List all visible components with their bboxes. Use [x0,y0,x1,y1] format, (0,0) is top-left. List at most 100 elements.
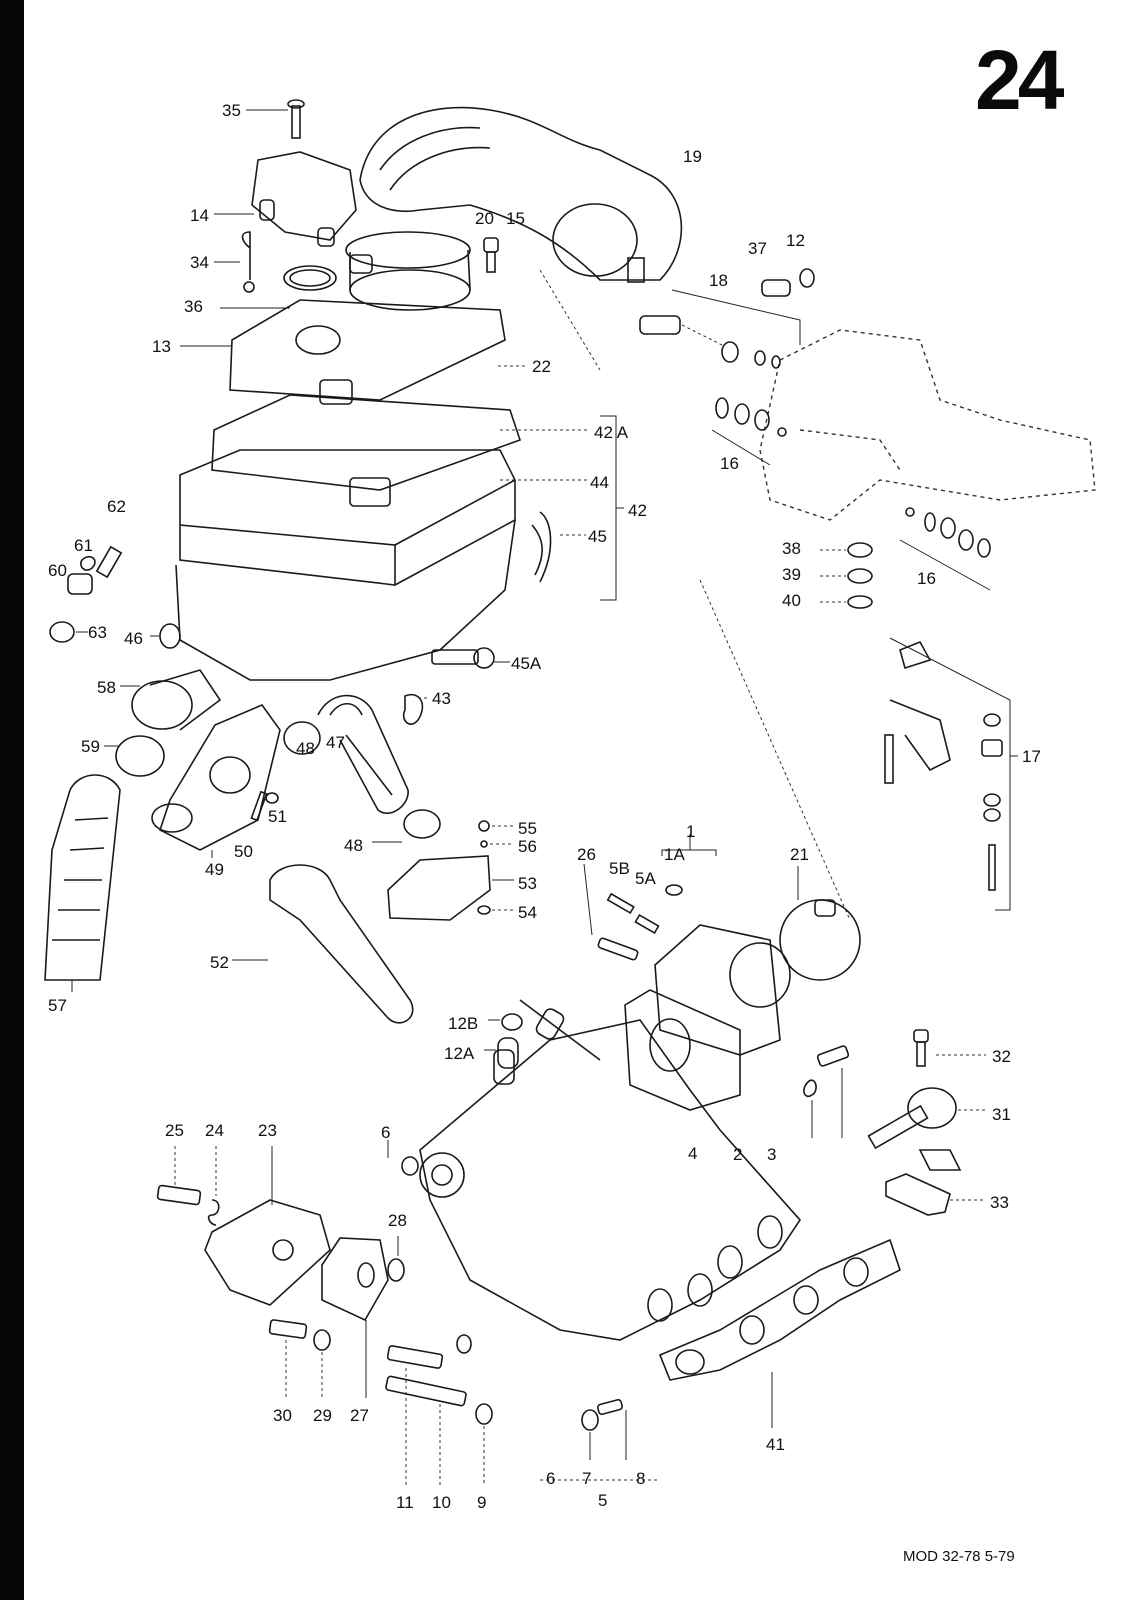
callout-label-39: 39 [782,565,801,584]
part-thermostat-housing-49 [151,704,281,858]
part-seal-36 [220,265,337,309]
callout-label-6: 6 [546,1469,556,1488]
model-code: MOD 32-78 5-79 [903,1548,1015,1565]
callout-label-12: 12 [786,231,805,250]
part-corrugated-hose-47 [317,694,409,814]
callout-label-44: 44 [590,473,609,492]
callout-label-13: 13 [152,337,171,356]
callout-label-16: 16 [720,454,739,473]
callout-label-31: 31 [992,1105,1011,1124]
callout-label-62: 62 [107,497,126,516]
part-seal-set-16b [899,507,991,591]
part-washer-29 [313,1329,331,1398]
part-bracket-set-17 [884,637,1018,911]
part-clip-34 [214,231,255,293]
callout-label-59: 59 [81,737,100,756]
part-air-intake-boot [359,106,683,283]
part-vacuum-valve-31 [867,1087,986,1171]
part-gasket-4 [624,989,741,1111]
guide-line [539,269,601,371]
callout-label-45: 45 [588,527,607,546]
part-plug-12 [799,268,815,288]
callout-label-43: 43 [432,689,451,708]
part-seal-28 [387,1236,405,1282]
callout-label-18: 18 [709,271,728,290]
part-screw-32 [913,1029,986,1067]
part-bolt-30 [268,1319,308,1398]
part-valve-body-14 [214,151,357,247]
part-clip-2 [803,1079,817,1138]
callout-label-27: 27 [350,1406,369,1425]
callout-label-63: 63 [88,623,107,642]
callout-label-12a: 12A [444,1044,475,1063]
part-jet-assembly-18 [639,289,801,369]
callout-label-42a: 42 A [594,423,629,442]
callout-label-53: 53 [518,874,537,893]
part-washers-38-40 [820,542,873,609]
callout-label-46: 46 [124,629,143,648]
part-screw-8 [596,1398,627,1460]
part-bolt-11 [386,1345,444,1486]
part-spacer-27 [321,1237,389,1398]
part-bolt-10 [385,1375,467,1486]
callout-label-9: 9 [477,1493,487,1512]
part-manifold-gasket-41 [658,1238,901,1428]
callout-label-11: 11 [396,1493,414,1512]
part-mount-60-63 [49,545,181,649]
callout-label-3: 3 [767,1145,777,1164]
part-bolt-25 [156,1146,202,1206]
callout-label-37: 37 [748,239,767,258]
callout-label-12b: 12B [448,1014,479,1033]
callout-label-14: 14 [190,206,209,225]
part-stud-26 [583,863,639,961]
callout-label-20: 20 [475,209,494,228]
callout-label-33: 33 [990,1193,1009,1212]
callout-label-42: 42 [628,501,647,520]
part-bracket-33 [885,1173,986,1216]
part-fuel-pump-23 [204,1146,331,1306]
callout-label-35: 35 [222,101,241,120]
part-clamp-59 [104,735,165,777]
callout-label-49: 49 [205,860,224,879]
guide-line [699,579,851,921]
callout-label-56: 56 [518,837,537,856]
callout-label-5a: 5A [635,869,656,888]
callout-label-54: 54 [518,903,537,922]
callout-label-25: 25 [165,1121,184,1140]
part-intake-hose-57 [44,774,121,992]
part-clamp-48b [372,809,441,843]
callout-label-15: 15 [506,209,525,228]
part-clamp-48a [283,721,321,755]
callout-label-38: 38 [782,539,801,558]
part-bolt-45a [431,647,510,669]
callout-label-30: 30 [273,1406,292,1425]
callout-label-28: 28 [388,1211,407,1230]
callout-label-36: 36 [184,297,203,316]
callout-label-6: 6 [381,1123,391,1142]
part-gasket-22 [211,365,528,491]
part-bolt-15 [483,237,499,273]
callout-label-55: 55 [518,819,537,838]
part-screw-50 [250,790,279,822]
callout-label-45a: 45A [511,654,542,673]
callout-label-2: 2 [733,1145,743,1164]
part-carburetor-spacer-1 [654,834,791,1056]
part-plug-6 [387,1140,419,1176]
page-number: 24 [975,33,1064,127]
callout-label-21: 21 [790,845,809,864]
callout-label-5: 5 [598,1491,608,1510]
callout-label-19: 19 [683,147,702,166]
part-hot-air-duct-52 [232,864,414,1024]
callout-label-29: 29 [313,1406,332,1425]
part-clip-45 [531,511,552,583]
callout-label-34: 34 [190,253,209,272]
part-air-filter-housing-42 [175,415,624,681]
callout-label-26: 26 [577,845,596,864]
part-seal-set-16a [711,397,787,466]
callout-label-48: 48 [344,836,363,855]
callout-label-4: 4 [688,1144,698,1163]
callout-label-52: 52 [210,953,229,972]
part-pin-5a [634,913,660,935]
part-hose-clamp-21 [779,866,861,981]
callout-label-50: 50 [234,842,253,861]
